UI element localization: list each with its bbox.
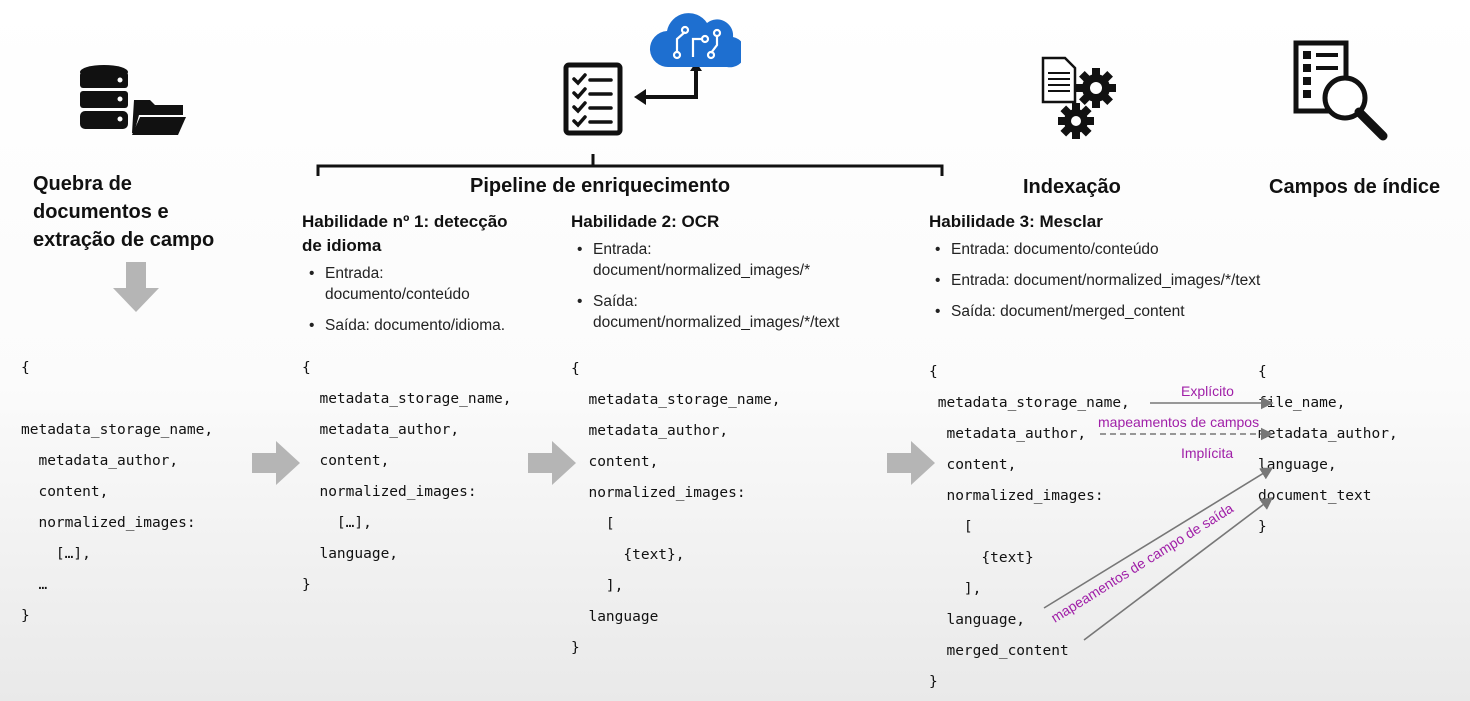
skill2-title: Habilidade 2: OCR (571, 212, 720, 231)
indexing-title: Indexação (1023, 176, 1121, 198)
right-arrow-icon (528, 441, 576, 485)
skill2-bullet: Entrada: document/normalized_images/* (571, 239, 891, 281)
field-mappings-label: mapeamentos de campos (1098, 414, 1260, 430)
document-gears-icon (1041, 56, 1116, 139)
skill1-bullets: Entrada: documento/conteúdo Saída: docum… (303, 263, 553, 346)
skill3-bullet: Saída: document/merged_content (929, 301, 1329, 322)
skill3-title: Habilidade 3: Mesclar (929, 212, 1103, 231)
pipeline-title: Pipeline de enriquecimento (470, 175, 731, 197)
skill2-code: { metadata_storage_name, metadata_author… (571, 361, 781, 656)
explicit-label: Explícito (1181, 383, 1234, 399)
skill3-bullet: Entrada: document/normalized_images/*/te… (929, 270, 1329, 291)
down-arrow-icon (113, 262, 159, 312)
right-arrow-icon (252, 441, 300, 485)
skill3-bullets: Entrada: documento/conteúdo Entrada: doc… (929, 239, 1329, 332)
right-arrow-icon (887, 441, 935, 485)
indexfields-code: { file_name, metadata_author, language, … (1258, 364, 1398, 535)
skill1-code: { metadata_storage_name, metadata_author… (302, 360, 512, 593)
implicit-label: Implícita (1181, 445, 1234, 461)
checklist-icon (563, 62, 623, 136)
skill2-bullets: Entrada: document/normalized_images/* Sa… (571, 239, 891, 343)
database-folder-icon (80, 65, 186, 135)
field-mapping-arrows (1043, 396, 1274, 641)
document-search-icon (1293, 40, 1388, 141)
skill1-bullet: Entrada: documento/conteúdo (303, 263, 553, 305)
skill1-title: Habilidade nº 1: detecção de idioma (302, 212, 508, 255)
skill2-bullet: Saída: document/normalized_images/*/text (571, 291, 891, 333)
skill3-code: { metadata_storage_name, metadata_author… (929, 364, 1130, 690)
ai-cloud-icon (649, 13, 741, 68)
indexfields-title: Campos de índice (1269, 176, 1441, 198)
skill1-bullet: Saída: documento/idioma. (303, 315, 553, 336)
col1-title: Quebra de documentos e extração de campo (33, 173, 215, 251)
col1-code: { metadata_storage_name, metadata_author… (21, 360, 214, 624)
skill3-bullet: Entrada: documento/conteúdo (929, 239, 1329, 260)
pipeline-bracket (316, 154, 944, 176)
